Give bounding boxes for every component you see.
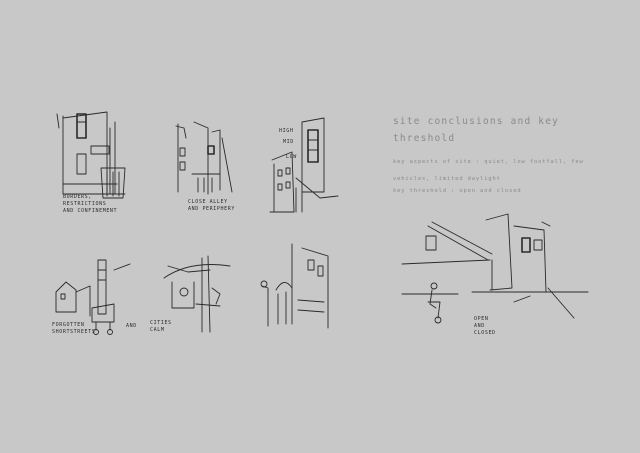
sketch-arch bbox=[258, 240, 338, 335]
key-threshold-text: key threshold : open and closed bbox=[393, 188, 522, 194]
sheet-title: site conclusions and key threshold bbox=[393, 116, 560, 144]
note-open-closed: OPEN AND CLOSED bbox=[474, 316, 496, 336]
sketch-threshold bbox=[398, 208, 589, 338]
sketch-shortstreets bbox=[52, 250, 132, 340]
note-and: AND bbox=[126, 323, 137, 329]
note-borders: BORDERS, RESTRICTIONS AND CONFINEMENT bbox=[63, 194, 118, 214]
key-aspects-text: key aspects of site : quiet, low footfal… bbox=[393, 159, 584, 182]
note-high: HIGH bbox=[279, 128, 294, 134]
sketch-alley bbox=[172, 118, 242, 198]
note-low: LOW bbox=[286, 154, 297, 160]
note-alley: CLOSE ALLEY AND PERIPHERY bbox=[188, 199, 235, 212]
note-shortstreets: FORGOTTEN SHORTSTREETS bbox=[52, 322, 96, 335]
note-calm: CITIES CALM bbox=[150, 320, 172, 333]
sketch-borders bbox=[55, 108, 140, 208]
note-mid: MID bbox=[283, 139, 294, 145]
sketch-levels bbox=[262, 112, 342, 222]
sketch-calm bbox=[160, 248, 235, 338]
